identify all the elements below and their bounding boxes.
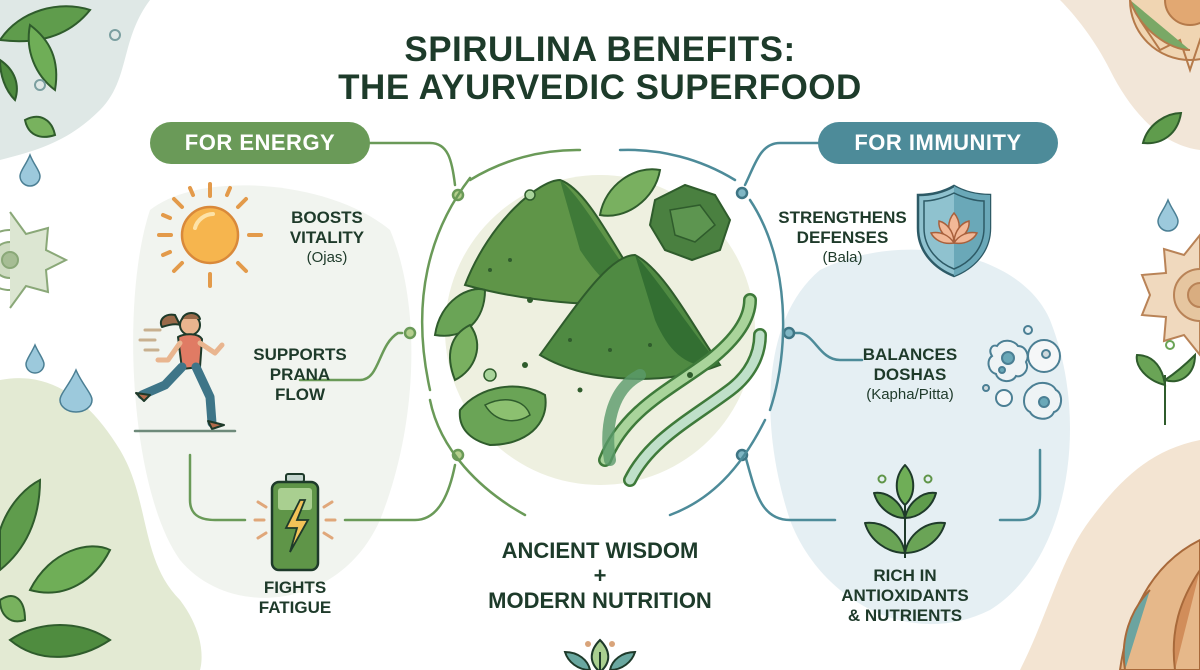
tagline-line1: ANCIENT WISDOM (501, 538, 699, 563)
leaves-bottom-left-icon (0, 478, 112, 658)
sun-icon (157, 182, 263, 288)
water-drop-icon (1157, 197, 1179, 232)
plant-sprout-icon (864, 464, 946, 558)
page-title-line2: THE AYURVEDIC SUPERFOOD (338, 68, 862, 107)
benefit-rich-in-antioxidants: RICH IN ANTIOXIDANTS & NUTRIENTS (841, 566, 969, 625)
benefit-boosts-vitality: BOOSTS VITALITY (Ojas) (289, 208, 365, 266)
benefit-supports-prana-flow: SUPPORTS PRANA FLOW (253, 345, 347, 404)
water-drop-icon (59, 368, 93, 413)
running-woman-icon (133, 312, 237, 433)
sprout-right-icon (1135, 340, 1197, 425)
mandala-left-icon (0, 211, 69, 309)
lotus-shield-icon (916, 184, 992, 278)
tagline-line2: MODERN NUTRITION (488, 588, 712, 613)
benefit-fights-fatigue: FIGHTS FATIGUE (258, 578, 332, 617)
mandala-right-top-icon (1129, 0, 1200, 74)
tagline: ANCIENT WISDOM + MODERN NUTRITION (440, 537, 760, 615)
lotus-leaf-icon (563, 638, 637, 670)
mandala-right-bottom-icon (1118, 538, 1200, 670)
leaf-right-top-icon (1141, 111, 1183, 145)
benefit-balances-doshas: BALANCES DOSHAS (Kapha/Pitta) (862, 345, 958, 403)
water-drop-icon (25, 343, 45, 374)
battery-bolt-icon (253, 473, 337, 572)
immunity-header-pill: FOR IMMUNITY (818, 122, 1058, 164)
page-title-line1: SPIRULINA BENEFITS: (404, 30, 796, 69)
spirulina-powder-illustration (433, 168, 767, 487)
cells-icon (982, 325, 1062, 420)
tagline-plus: + (593, 563, 607, 588)
water-drop-icon (19, 152, 41, 187)
mandala-right-middle-icon (1140, 233, 1200, 357)
energy-header-pill: FOR ENERGY (150, 122, 370, 164)
benefit-strengthens-defenses: STRENGTHENS DEFENSES (Bala) (778, 208, 907, 266)
leaves-top-left-icon (0, 5, 121, 138)
